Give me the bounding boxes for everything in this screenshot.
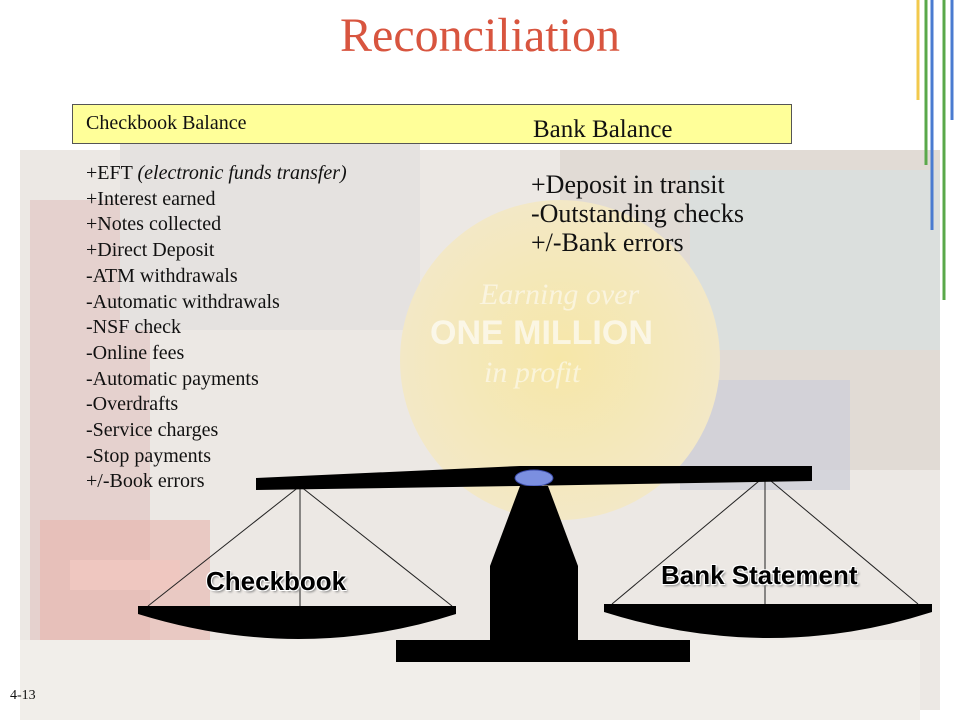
checkbook-item-text: +Notes collected — [86, 213, 222, 236]
checkbook-item-text: -Stop payments — [86, 444, 211, 467]
checkbook-list-item: -Service charges — [86, 418, 347, 444]
checkbook-list-item: +Direct Deposit — [86, 238, 347, 264]
checkbook-item-text: +Interest earned — [86, 187, 216, 210]
bank-list-item: +Deposit in transit — [531, 170, 725, 199]
checkbook-list-item: -Stop payments — [86, 444, 347, 470]
bank-list-item: +/-Bank errors — [531, 228, 684, 257]
checkbook-list-item: +Notes collected — [86, 212, 347, 238]
page-title: Reconciliation — [340, 9, 620, 62]
background-text-million: ONE MILLION — [430, 314, 653, 352]
scale-string — [147, 485, 301, 607]
checkbook-list-item: -Automatic withdrawals — [86, 290, 347, 316]
bank-statement-scale-label: Bank Statement — [661, 560, 858, 590]
checkbook-item-text: -NSF check — [86, 316, 181, 339]
checkbook-list-item: -NSF check — [86, 315, 347, 341]
checkbook-item-text: -ATM withdrawals — [86, 264, 238, 287]
checkbook-item-text: +Direct Deposit — [86, 239, 215, 262]
checkbook-item-text: -Online fees — [86, 341, 185, 364]
checkbook-item-text: -Overdrafts — [86, 393, 179, 416]
checkbook-item-text: +EFT — [86, 162, 138, 184]
checkbook-item-text: -Service charges — [86, 419, 219, 442]
scale-string — [764, 475, 919, 605]
bank-adjustments-list: +Deposit in transit-Outstanding checks+/… — [531, 170, 744, 257]
right-scale-pan — [604, 604, 932, 638]
scale-string — [299, 485, 453, 607]
bank-balance-heading: Bank Balance — [533, 116, 673, 143]
balance-header-bar — [72, 104, 792, 144]
bank-list-item: -Outstanding checks — [531, 199, 745, 228]
checkbook-list-item: -Automatic payments — [86, 367, 347, 393]
checkbook-scale-label: Checkbook — [206, 566, 347, 596]
accent-lines — [916, 0, 954, 300]
scale-base — [396, 640, 690, 662]
checkbook-item-note: (electronic funds transfer) — [137, 162, 347, 184]
background-text-profit: in profit — [484, 356, 581, 389]
background-text-earning: Earning over — [480, 278, 640, 311]
scale-stand — [490, 486, 578, 644]
checkbook-list-item: +EFT (electronic funds transfer) — [86, 161, 347, 187]
checkbook-adjustments-list: +EFT (electronic funds transfer)+Interes… — [86, 161, 347, 495]
checkbook-item-text: -Automatic payments — [86, 367, 259, 390]
scale-pivot — [514, 469, 554, 487]
scale-string — [611, 475, 766, 605]
checkbook-list-item: +Interest earned — [86, 187, 347, 213]
checkbook-list-item: -Online fees — [86, 341, 347, 367]
checkbook-list-item: -Overdrafts — [86, 392, 347, 418]
checkbook-list-item: +/-Book errors — [86, 469, 347, 495]
checkbook-balance-heading: Checkbook Balance — [86, 112, 247, 134]
checkbook-list-item: -ATM withdrawals — [86, 264, 347, 290]
slide-number: 4-13 — [10, 688, 36, 703]
checkbook-item-text: -Automatic withdrawals — [86, 290, 280, 313]
checkbook-item-text: +/-Book errors — [86, 470, 205, 493]
left-scale-pan — [138, 606, 456, 639]
